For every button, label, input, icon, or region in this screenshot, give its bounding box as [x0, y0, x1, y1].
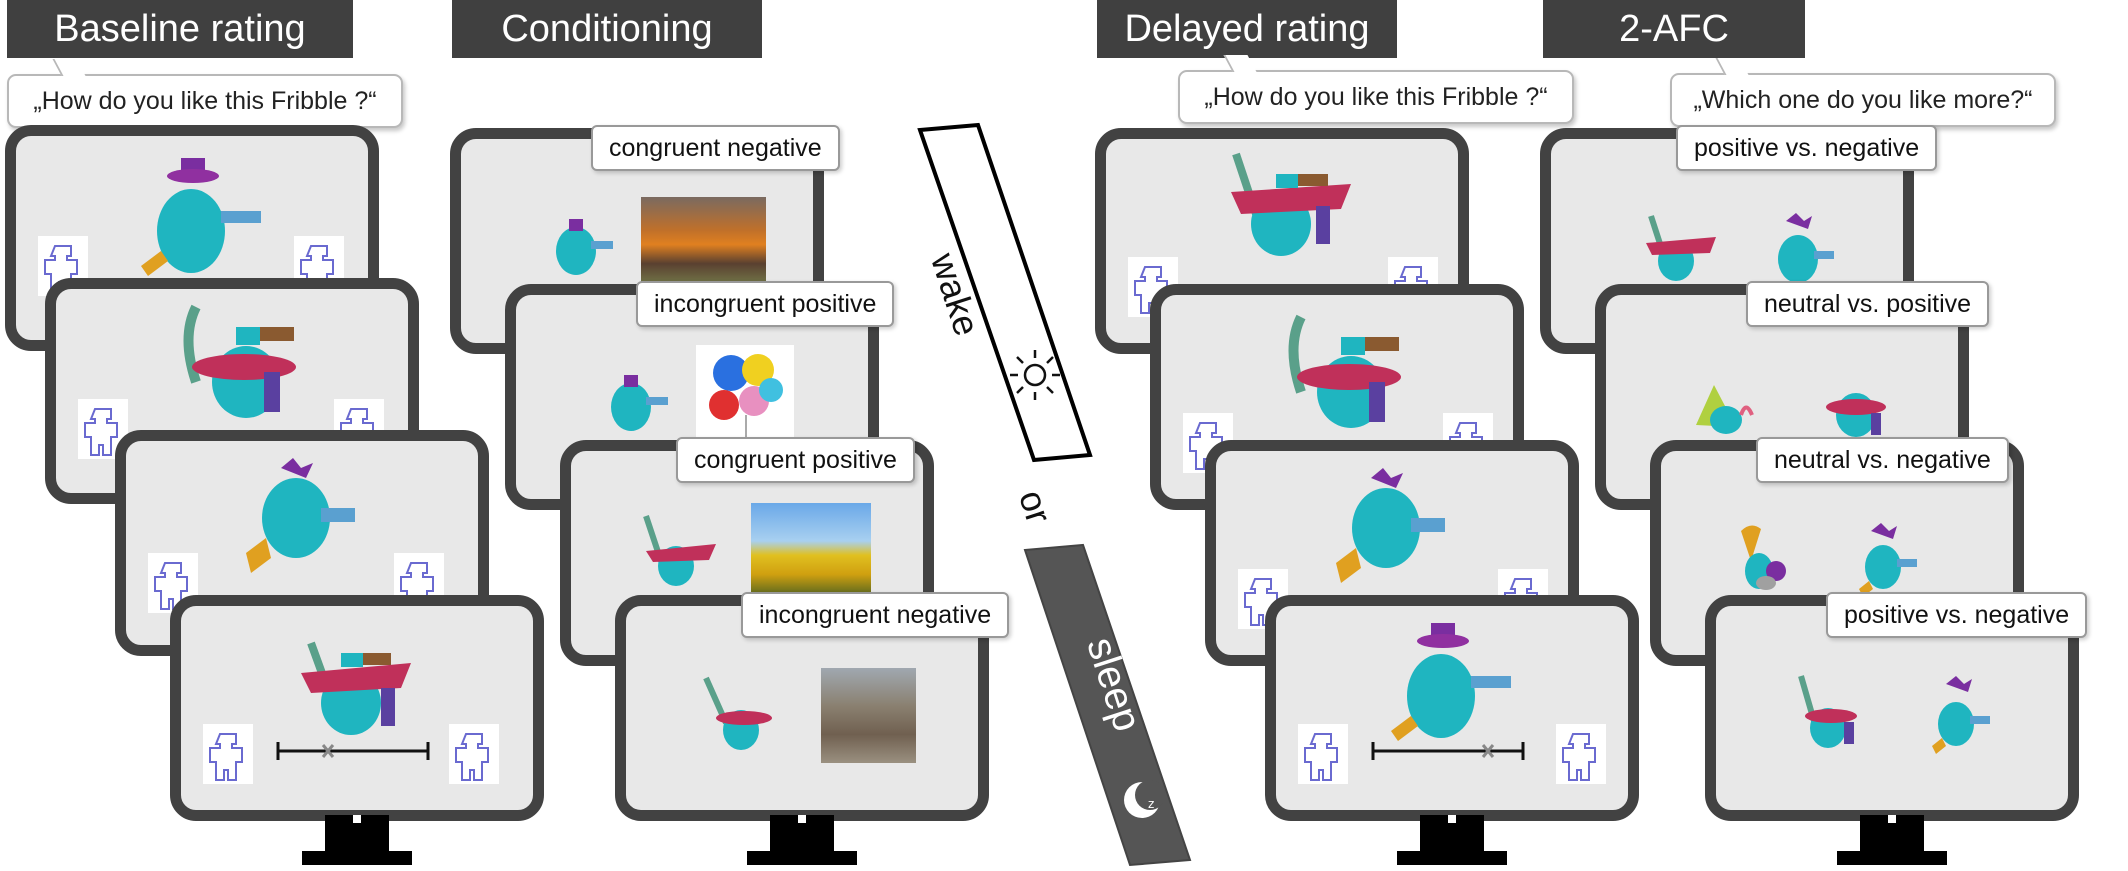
monitor-stand — [1265, 815, 1639, 871]
pair-label: neutral vs. negative — [1756, 437, 2009, 483]
robot-icon — [1556, 724, 1606, 784]
condition-label: congruent negative — [591, 125, 840, 171]
question-bubble-baseline: „How do you like this Fribble ?“ — [7, 74, 403, 128]
rating-scale — [1368, 736, 1528, 771]
robot-icon — [203, 724, 253, 784]
robot-icon — [449, 724, 499, 784]
fribble-image — [1636, 201, 1876, 296]
phase-header-2afc: 2-AFC — [1543, 0, 1805, 58]
phase-header-conditioning: Conditioning — [452, 0, 762, 58]
fribble-image — [136, 156, 276, 291]
sun-icon — [1010, 350, 1060, 400]
fribble-image — [1211, 144, 1381, 279]
fribble-image — [1311, 463, 1461, 598]
moon-icon: z — [1124, 780, 1165, 818]
phase-header-delayed: Delayed rating — [1097, 0, 1397, 58]
fribble-image — [631, 506, 731, 601]
monitor-baseline-4 — [170, 595, 544, 821]
phase-header-baseline: Baseline rating — [7, 0, 353, 58]
sunflowers-photo — [751, 503, 871, 598]
or-label: or — [1011, 485, 1060, 529]
question-bubble-delayed: „How do you like this Fribble ?“ — [1178, 70, 1574, 124]
fribble-image — [221, 453, 371, 588]
polluted-landscape-photo — [821, 668, 916, 763]
sleep-label: sleep — [1078, 632, 1150, 737]
pair-label: neutral vs. positive — [1746, 281, 1990, 327]
fribble-image — [1261, 307, 1431, 442]
fribble-image — [1786, 656, 2026, 771]
fribble-image — [541, 201, 621, 286]
condition-label: incongruent negative — [741, 592, 1010, 638]
balloons-photo — [696, 345, 794, 447]
condition-label: congruent positive — [676, 437, 915, 483]
fribble-image — [281, 618, 441, 753]
monitor-stand — [1705, 815, 2079, 871]
fribble-image — [1686, 345, 1926, 450]
rating-scale — [273, 736, 433, 771]
fribble-image — [156, 297, 326, 432]
house-fire-photo — [641, 197, 766, 292]
condition-label: incongruent positive — [636, 281, 895, 327]
pair-label: positive vs. negative — [1826, 592, 2088, 638]
svg-text:z: z — [1148, 797, 1154, 811]
fribble-image — [596, 357, 676, 442]
fribble-image — [1721, 501, 1981, 606]
robot-icon — [1298, 724, 1348, 784]
fribble-image — [696, 668, 796, 763]
question-bubble-2afc: „Which one do you like more?“ — [1670, 73, 2056, 127]
monitor-2afc-4: positive vs. negative — [1705, 592, 2088, 821]
wake-label: wake — [923, 248, 988, 341]
monitor-delayed-4 — [1265, 595, 1639, 821]
monitor-stand — [615, 815, 989, 871]
pair-label: positive vs. negative — [1676, 125, 1938, 171]
fribble-image — [1386, 621, 1536, 756]
monitor-conditioning-4: incongruent negative — [615, 592, 1010, 821]
monitor-stand — [170, 815, 544, 871]
